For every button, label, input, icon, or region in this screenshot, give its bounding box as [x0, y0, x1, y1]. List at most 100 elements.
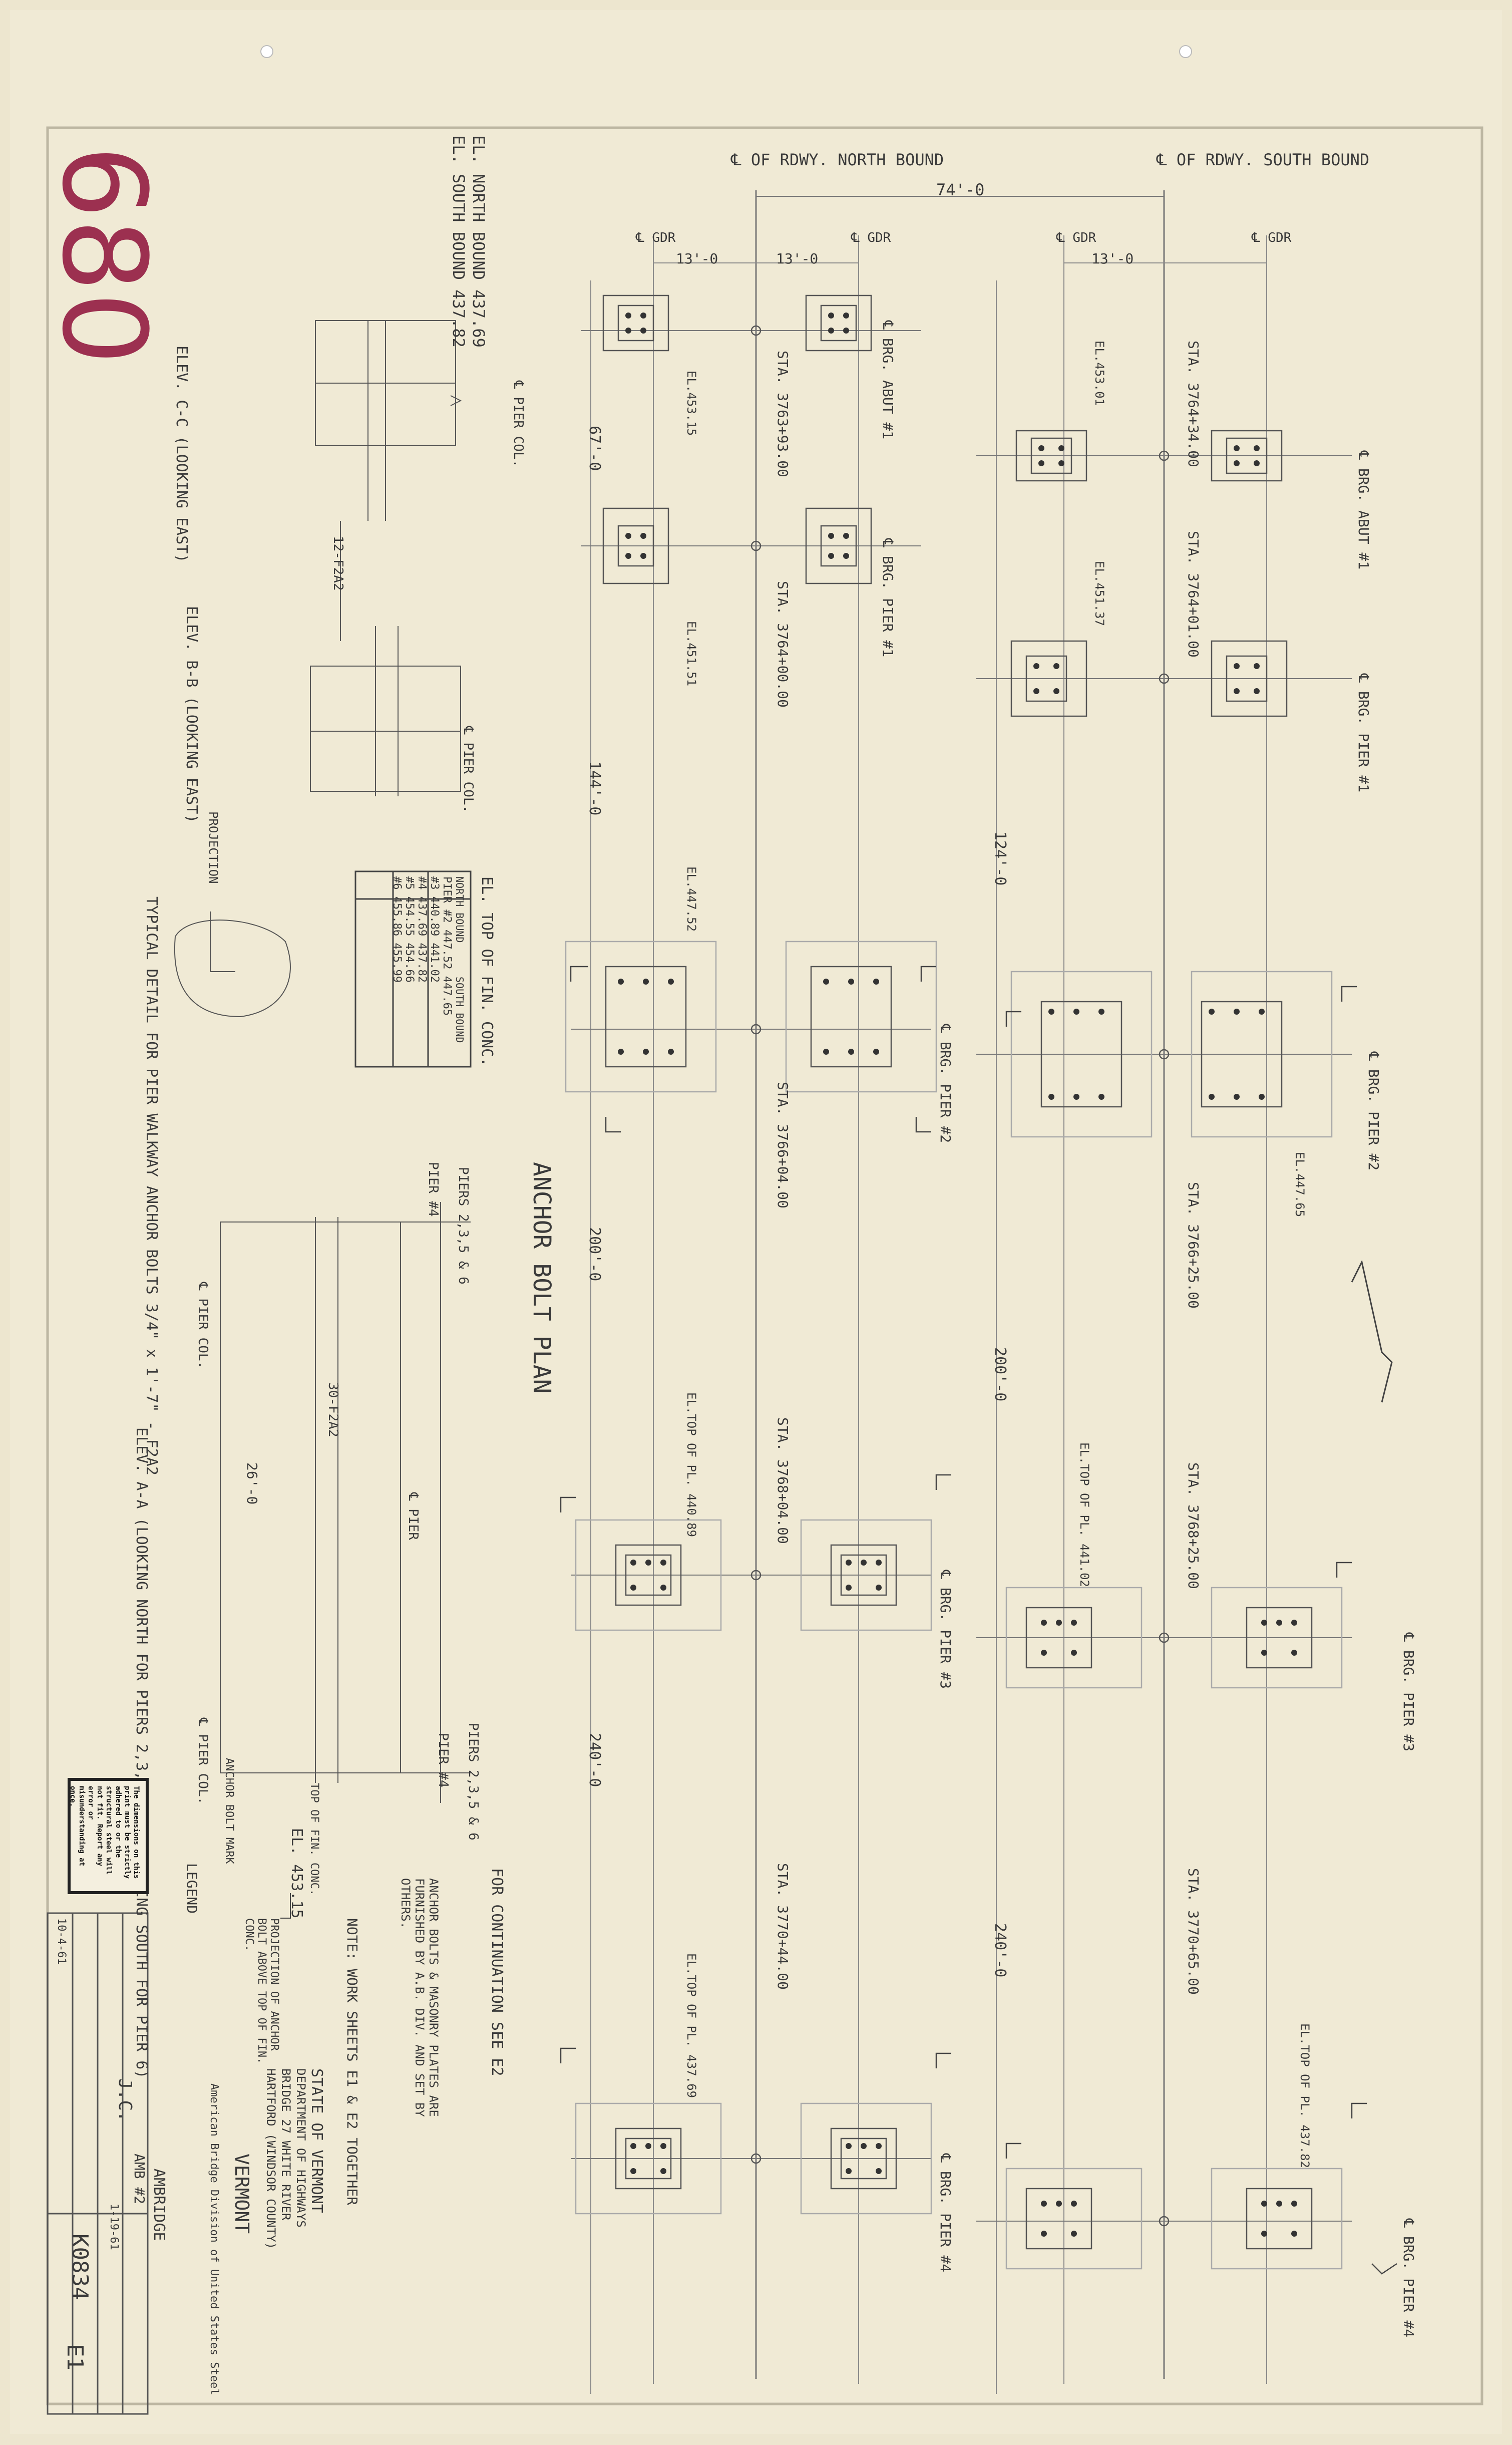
- girder-label: ℄ GDR: [636, 230, 676, 245]
- station-sb: STA. 3766+25.00: [1185, 1182, 1202, 1309]
- title-location: HARTFORD (WINDSOR COUNTY): [264, 2068, 278, 2250]
- dim-label: 26'-0: [244, 1462, 260, 1505]
- station-sb: STA. 3770+65.00: [1185, 1868, 1202, 1995]
- pier-label-sb: ℄ BRG. PIER #2: [1365, 1052, 1382, 1171]
- title-sheet: E1: [62, 2344, 88, 2370]
- elevation-aa-drawing: [220, 1202, 471, 1803]
- pier-elev-label: PIERS 2,3,5 & 6: [456, 1167, 471, 1285]
- legend-title: LEGEND: [184, 1863, 200, 1914]
- el-sb: EL.451.37: [1092, 561, 1106, 627]
- title-dept: DEPARTMENT OF HIGHWAYS: [294, 2068, 308, 2228]
- station-sb: STA. 3764+34.00: [1185, 341, 1202, 467]
- span-dim: 67'-0: [586, 426, 603, 471]
- pier-label-nb: ℄ BRG. ABUT #1: [880, 321, 896, 440]
- el-sb: EL.TOP OF PL. 437.82: [1298, 2023, 1312, 2168]
- pier-elev-label: PIERS 2,3,5 & 6: [466, 1723, 481, 1841]
- typical-detail-title: TYPICAL DETAIL FOR PIER WALKWAY ANCHOR B…: [143, 896, 160, 1475]
- typical-walkway-detail: [174, 911, 291, 1018]
- fin-conc-row: PIER #2 447.52 447.65: [441, 876, 453, 1016]
- span-dim: 200'-0: [586, 1227, 603, 1282]
- bolt-count: 12-F2A2: [330, 536, 345, 591]
- span-dim: 240'-0: [991, 1923, 1009, 1978]
- station-nb: STA. 3764+00.00: [775, 581, 791, 708]
- punch-hole: [260, 45, 273, 58]
- title-date: 1-19-61: [108, 2204, 120, 2250]
- el-sb: EL.447.65: [1293, 1152, 1307, 1217]
- title-block: [47, 1912, 149, 2415]
- sheet-border: [46, 126, 1483, 2405]
- title-job-no: K0834: [67, 2234, 93, 2300]
- girder-label: ℄ GDR: [851, 230, 891, 245]
- projection-label: PROJECTION: [206, 811, 220, 884]
- pier-label-sb: ℄ BRG. ABUT #1: [1355, 451, 1372, 570]
- girder-dim: 13'-0: [676, 250, 718, 267]
- fin-conc-header: SOUTH BOUND: [454, 977, 466, 1043]
- title-revision: 10-4-61: [55, 1918, 68, 1965]
- fin-conc-header: NORTH BOUND: [454, 876, 466, 943]
- roadway-centerlines: [755, 190, 1165, 2379]
- legend-el: EL. 453.15: [288, 1828, 305, 1919]
- fin-conc-row: #3 440.89 441.02: [428, 876, 441, 983]
- main-title: ANCHOR BOLT PLAN: [528, 1162, 556, 1394]
- note-continuation: FOR CONTINUATION SEE E2: [488, 1868, 506, 2076]
- bearing-plates-nb: [565, 294, 937, 2215]
- roadway-south-label: ℄ OF RDWY. SOUTH BOUND: [1157, 150, 1370, 169]
- fin-conc-row: #4 437.69 437.82: [416, 876, 428, 983]
- el-sb: EL.453.01: [1092, 341, 1106, 406]
- pier-label-sb: ℄ BRG. PIER #4: [1400, 2219, 1417, 2338]
- note-work-sheets: NOTE: WORK SHEETS E1 & E2 TOGETHER: [344, 1918, 360, 2206]
- north-arrow: [1351, 1260, 1393, 1403]
- el-southbound-label: EL. SOUTH BOUND 437.82: [449, 135, 468, 348]
- roadway-north-label: ℄ OF RDWY. NORTH BOUND: [731, 150, 944, 169]
- pier-label-nb: ℄ BRG. PIER #3: [937, 1570, 954, 1689]
- el-nb: EL.447.52: [684, 866, 698, 932]
- pier-lines-sb: [976, 455, 1352, 2222]
- girder-lines: [590, 235, 1267, 2394]
- girder-label: ℄ GDR: [1252, 230, 1292, 245]
- elev-cc-title: ELEV. C-C (LOOKING EAST): [173, 346, 190, 563]
- legend-projection: PROJECTION OF ANCHOR BOLT ABOVE TOP OF F…: [243, 1918, 280, 2064]
- elevation-cc-drawing: [315, 320, 462, 641]
- legend-top-label: TOP OF FIN. CONC.: [308, 1783, 320, 1896]
- dimensions-warning-stamp: The dimensions on this print must be str…: [68, 1778, 149, 1894]
- span-dim: 144'-0: [586, 761, 603, 816]
- title-state-big: VERMONT: [231, 2154, 253, 2234]
- fin-conc-table: [354, 870, 472, 1068]
- pier-col-label: ℄ PIER COL.: [461, 726, 476, 813]
- span-dim: 200'-0: [991, 1347, 1009, 1402]
- fin-conc-row: #6 455.86 455.99: [391, 876, 403, 983]
- note-anchor-bolts: ANCHOR BOLTS & MASONRY PLATES ARE FURNIS…: [399, 1878, 441, 2117]
- el-nb: EL.TOP OF PL. 437.69: [684, 1953, 698, 2098]
- station-nb: STA. 3770+44.00: [775, 1863, 791, 1990]
- elev-bb-title: ELEV. B-B (LOOKING EAST): [183, 606, 200, 823]
- title-drawn-by: J.C.: [115, 2078, 135, 2122]
- legend-icon: [280, 1893, 291, 1919]
- station-sb: STA. 3764+01.00: [1185, 531, 1202, 658]
- station-nb: STA. 3766+04.00: [775, 1082, 791, 1208]
- pier-label-nb: ℄ BRG. PIER #4: [937, 2154, 954, 2273]
- el-nb: EL.453.15: [684, 371, 698, 436]
- punch-hole: [1179, 45, 1192, 58]
- span-dim: 124'-0: [991, 831, 1009, 886]
- station-nb: STA. 3768+04.00: [775, 1417, 791, 1544]
- legend-mark-label: ANCHOR BOLT MARK: [223, 1758, 235, 1864]
- pier-label-sb: ℄ BRG. PIER #3: [1400, 1633, 1417, 1752]
- title-plant: AMB #2: [131, 2154, 148, 2205]
- pier-label-nb: ℄ BRG. PIER #2: [937, 1024, 954, 1143]
- title-contract: AMBRIDGE: [150, 2169, 168, 2241]
- girder-label: ℄ GDR: [1056, 230, 1096, 245]
- station-sb: STA. 3768+25.00: [1185, 1462, 1202, 1589]
- centerline-markers: [750, 325, 1170, 2227]
- bearing-plates-sb: [1005, 430, 1343, 2270]
- elev-aa-title: ELEV. A-A (LOOKING NORTH FOR PIERS 2,3,4…: [133, 1427, 150, 2079]
- fin-conc-table-title: EL. TOP OF FIN. CONC.: [478, 876, 496, 1067]
- girder-dim: 13'-0: [776, 250, 819, 267]
- span-dim: 240'-0: [586, 1733, 603, 1787]
- bolt-count: 30-F2A2: [325, 1382, 340, 1437]
- title-company: American Bridge Division of United State…: [208, 2083, 220, 2395]
- pier-col-label: ℄ PIER COL.: [511, 381, 526, 468]
- elevation-bb-drawing: [310, 626, 461, 796]
- girder-dim: 13'-0: [1091, 250, 1134, 267]
- title-project: BRIDGE 27 WHITE RIVER: [279, 2068, 293, 2221]
